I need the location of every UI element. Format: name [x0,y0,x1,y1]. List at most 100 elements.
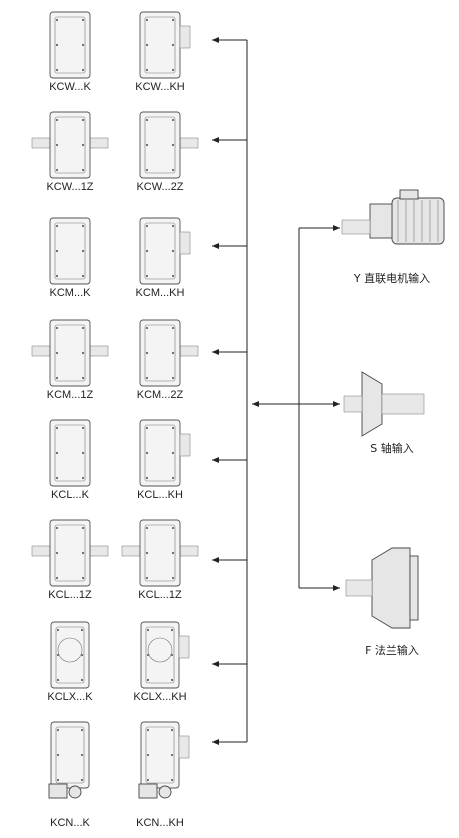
reducer-item: KCW...1Z [31,111,109,193]
housing [49,217,91,285]
shaft-left [31,345,51,357]
housing [50,621,90,689]
bolt [145,451,149,455]
bolt [146,628,150,632]
reducer-label: KCL...KH [137,489,183,501]
hollow-shaft-flange [179,433,191,457]
bolt [145,118,149,122]
bolt [55,43,59,47]
bolt [145,68,149,72]
bolt [81,451,85,455]
bolt [145,351,149,355]
reducer-item: KCM...KH [136,217,191,299]
hollow-shaft-flange [178,735,190,759]
input-item: S 轴输入 [343,371,425,455]
reducer-label: KCM...1Z [47,389,94,401]
bolt [55,224,59,228]
bolt [55,426,59,430]
housing-inner [54,424,86,482]
bolt [81,68,85,72]
bolt [55,249,59,253]
bolt [81,551,85,555]
bolt [81,476,85,480]
bolt [55,168,59,172]
bolt [171,551,175,555]
bolt [171,68,175,72]
bolt [146,678,150,682]
housing [139,319,181,387]
bolt [56,628,60,632]
bolt [171,576,175,580]
housing-inner [144,16,176,74]
reducer-item: KCW...K [49,11,91,93]
bolt [55,576,59,580]
reducer-item: KCL...1Z [121,519,199,601]
reducer-label: KCM...2Z [137,389,184,401]
bolt [171,451,175,455]
bolt [81,526,85,530]
hollow-shaft-flange [178,635,190,659]
bolt [81,18,85,22]
bolt [170,728,174,732]
shaft-right [89,137,109,149]
bolt [171,376,175,380]
bolt [145,376,149,380]
reducer-item: KCW...2Z [136,111,199,193]
bolt [55,68,59,72]
shaft-right [89,345,109,357]
bolt [171,168,175,172]
reducer-item: KCL...KH [137,419,191,501]
bolt [171,224,175,228]
bolt [171,326,175,330]
housing [50,721,90,789]
housing [140,721,180,789]
reducer-item: KCM...K [49,217,91,299]
reducer-label: KCLX...K [47,691,93,703]
bolt [145,326,149,330]
housing-inner [145,726,175,784]
reducer-label: KCN...K [50,817,90,829]
housing [49,319,91,387]
housing-inner [54,324,86,382]
bolt [145,224,149,228]
bolt [80,778,84,782]
reducer-label: KCL...1Z [138,589,182,601]
reducer-label: KCN...KH [136,817,184,829]
reducer-label: KCL...K [51,489,90,501]
reducer-item: KCN...K [48,721,91,829]
bolt [171,143,175,147]
housing [49,419,91,487]
housing-inner [54,524,86,582]
shaft-right [179,545,199,557]
bolt [81,274,85,278]
reducer-label: KCM...KH [136,287,185,299]
bolt [171,118,175,122]
bolt [81,43,85,47]
bolt [170,753,174,757]
bolt [171,526,175,530]
coupling [343,395,363,413]
bolt [81,576,85,580]
bolt [81,143,85,147]
bolt [81,426,85,430]
input-label: S 轴输入 [370,441,413,455]
reducer-label: KCW...1Z [46,181,93,193]
housing [49,11,91,79]
input-item: Y 直联电机输入 [341,189,445,285]
motor-end [68,785,82,799]
reducer-item: KCN...KH [136,721,190,829]
bolt [145,476,149,480]
motor-block [48,783,68,799]
bolt [171,43,175,47]
bolt [145,168,149,172]
input-label: F 法兰输入 [365,643,419,657]
bolt [145,426,149,430]
reducer-label: KCW...K [49,81,91,93]
reducer-item: KCM...2Z [137,319,199,401]
shaft-left [31,545,51,557]
worm-wheel [57,637,83,663]
bolt [145,526,149,530]
bolt [145,576,149,580]
